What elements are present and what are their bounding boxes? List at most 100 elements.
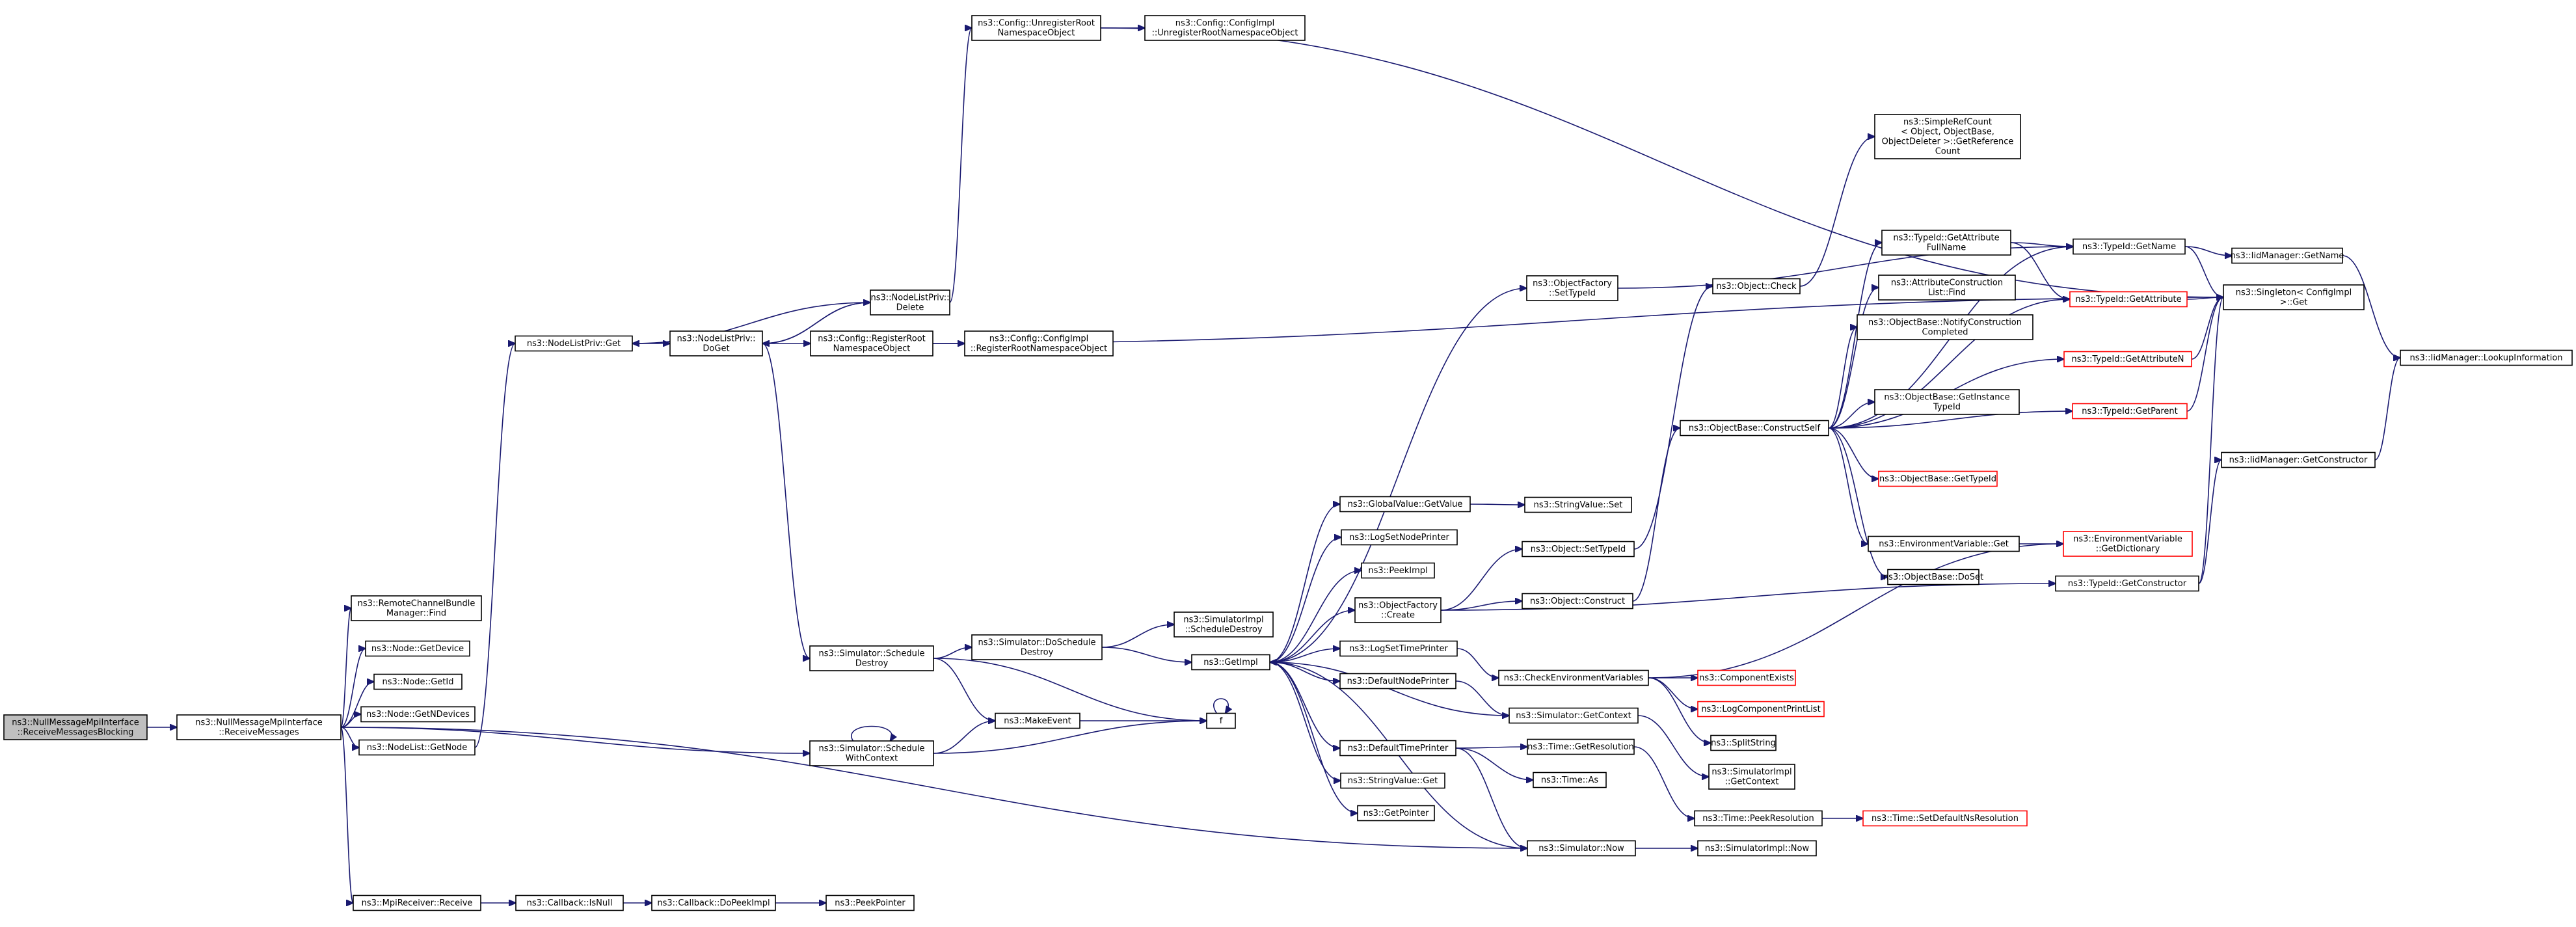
node-nlpdel[interactable]: ns3::NodeListPriv::Delete bbox=[870, 289, 950, 316]
node-cev[interactable]: ns3::CheckEnvironmentVariables bbox=[1498, 669, 1649, 686]
node-imgn[interactable]: ns3::IidManager::GetName bbox=[2231, 247, 2344, 264]
node-label: ns3::SimulatorImpl::Now bbox=[1705, 844, 1810, 853]
node-pp[interactable]: ns3::PeekPointer bbox=[825, 894, 915, 911]
node-cciu[interactable]: ns3::Config::ConfigImpl::UnregisterRootN… bbox=[1144, 15, 1306, 41]
node-label: ::GetContext bbox=[1725, 777, 1779, 787]
node-sin[interactable]: ns3::SimulatorImpl::Now bbox=[1697, 840, 1817, 857]
node-svs[interactable]: ns3::StringValue::Set bbox=[1524, 496, 1632, 513]
node-label: ns3::DefaultNodePrinter bbox=[1347, 677, 1449, 686]
edge-gi-to-ofst bbox=[1269, 288, 1527, 663]
node-sgcig[interactable]: ns3::Singleton< ConfigImpl >::Get bbox=[2223, 284, 2365, 310]
node-pi[interactable]: ns3::PeekImpl bbox=[1361, 562, 1435, 579]
node-sn[interactable]: ns3::Simulator::Now bbox=[1527, 840, 1636, 857]
node-cbin[interactable]: ns3::Callback::IsNull bbox=[515, 894, 624, 911]
node-svg[interactable]: ns3::StringValue::Get bbox=[1340, 772, 1445, 789]
node-dtp[interactable]: ns3::DefaultTimePrinter bbox=[1339, 740, 1456, 757]
node-nlpdg[interactable]: ns3::NodeListPriv::DoGet bbox=[669, 330, 763, 356]
node-rm[interactable]: ns3::NullMessageMpiInterface::ReceiveMes… bbox=[176, 714, 342, 740]
node-lstp[interactable]: ns3::LogSetTimePrinter bbox=[1339, 640, 1458, 657]
node-box bbox=[1857, 314, 2033, 340]
node-gi[interactable]: ns3::GetImpl bbox=[1191, 654, 1270, 671]
node-crro[interactable]: ns3::Config::RegisterRootNamespaceObject bbox=[810, 330, 933, 356]
node-srcgr[interactable]: ns3::SimpleRefCount< Object, ObjectBase,… bbox=[1874, 114, 2021, 159]
edge-sgc-to-sigc bbox=[1637, 715, 1709, 777]
node-obcs[interactable]: ns3::ObjectBase::ConstructSelf bbox=[1680, 420, 1829, 437]
node-tas[interactable]: ns3::Time::As bbox=[1533, 772, 1607, 788]
node-oc[interactable]: ns3::Object::Construct bbox=[1522, 593, 1633, 610]
edge-sswc-to-f bbox=[933, 721, 1207, 754]
node-tpr[interactable]: ns3::Time::PeekResolution bbox=[1694, 810, 1823, 827]
node-layer: ns3::NullMessageMpiInterface::ReceiveMes… bbox=[3, 15, 2573, 911]
node-box bbox=[1191, 654, 1270, 671]
node-box bbox=[2400, 349, 2573, 366]
node-label: ns3::SimulatorImpl bbox=[1711, 768, 1791, 777]
node-label: ns3::Callback::IsNull bbox=[527, 898, 613, 908]
node-nlpg[interactable]: ns3::NodeListPriv::Get bbox=[515, 335, 633, 352]
node-ngd[interactable]: ns3::Node::GetDevice bbox=[365, 640, 470, 657]
node-nlgn[interactable]: ns3::NodeList::GetNode bbox=[358, 739, 476, 756]
node-tign[interactable]: ns3::TypeId::GetName bbox=[2073, 238, 2186, 255]
node-label: ns3::Callback::DoPeekImpl bbox=[657, 898, 770, 908]
node-box bbox=[1868, 535, 2020, 552]
node-sigc[interactable]: ns3::SimulatorImpl::GetContext bbox=[1708, 764, 1795, 790]
node-ofc[interactable]: ns3::ObjectFactory::Create bbox=[1354, 597, 1442, 623]
edge-tigc-to-sgcig bbox=[2198, 297, 2223, 584]
node-ngnd[interactable]: ns3::Node::GetNDevices bbox=[360, 706, 476, 723]
node-gvgv[interactable]: ns3::GlobalValue::GetValue bbox=[1339, 496, 1471, 513]
node-box bbox=[1862, 810, 2028, 827]
node-obgti[interactable]: ns3::ObjectBase::GetTypeId bbox=[1878, 470, 1998, 487]
node-box bbox=[1524, 496, 1632, 513]
node-tgr[interactable]: ns3::Time::GetResolution bbox=[1527, 738, 1635, 755]
edge-cev-to-evgd bbox=[1648, 544, 2063, 678]
node-tigan[interactable]: ns3::TypeId::GetAttributeN bbox=[2063, 351, 2192, 368]
node-cbdp[interactable]: ns3::Callback::DoPeekImpl bbox=[651, 894, 776, 911]
node-cunro[interactable]: ns3::Config::UnregisterRootNamespaceObje… bbox=[971, 15, 1101, 41]
node-imgc[interactable]: ns3::IidManager::GetConstructor bbox=[2221, 451, 2376, 468]
node-ost[interactable]: ns3::Object::SetTypeId bbox=[1522, 541, 1635, 558]
node-ss[interactable]: ns3::SplitString bbox=[1710, 734, 1777, 751]
edge-dtp-to-tgr bbox=[1455, 747, 1527, 748]
node-ngid[interactable]: ns3::Node::GetId bbox=[373, 673, 463, 690]
node-label: ns3::SimpleRefCount bbox=[1903, 118, 1992, 128]
node-gp[interactable]: ns3::GetPointer bbox=[1357, 805, 1435, 822]
node-mrr[interactable]: ns3::MpiReceiver::Receive bbox=[353, 894, 481, 911]
node-dnp[interactable]: ns3::DefaultNodePrinter bbox=[1339, 673, 1456, 690]
node-ssd[interactable]: ns3::Simulator::ScheduleDestroy bbox=[809, 645, 934, 671]
node-me[interactable]: ns3::MakeEvent bbox=[995, 712, 1080, 729]
node-lcpl[interactable]: ns3::LogComponentPrintList bbox=[1697, 701, 1825, 718]
node-box bbox=[2231, 247, 2343, 264]
node-tigp[interactable]: ns3::TypeId::GetParent bbox=[2072, 403, 2188, 420]
node-label: ns3::MpiReceiver::Receive bbox=[362, 898, 473, 908]
node-tigc[interactable]: ns3::TypeId::GetConstructor bbox=[2055, 575, 2199, 592]
node-ofst[interactable]: ns3::ObjectFactory::SetTypeId bbox=[1526, 275, 1618, 301]
node-sgc[interactable]: ns3::Simulator::GetContext bbox=[1509, 707, 1639, 724]
node-ochk[interactable]: ns3::Object::Check bbox=[1712, 278, 1801, 295]
node-tsdr[interactable]: ns3::Time::SetDefaultNsResolution bbox=[1862, 810, 2028, 827]
node-label: ns3::Simulator::Schedule bbox=[818, 744, 924, 754]
node-imli[interactable]: ns3::IidManager::LookupInformation bbox=[2400, 349, 2573, 366]
node-ce[interactable]: ns3::ComponentExists bbox=[1697, 669, 1796, 686]
node-evg[interactable]: ns3::EnvironmentVariable::Get bbox=[1868, 535, 2020, 552]
node-evgd[interactable]: ns3::EnvironmentVariable::GetDictionary bbox=[2063, 531, 2193, 557]
node-ccir[interactable]: ns3::Config::ConfigImpl::RegisterRootNam… bbox=[964, 330, 1114, 356]
edge-ofc-to-oc bbox=[1440, 601, 1522, 611]
node-tiga[interactable]: ns3::TypeId::GetAttribute bbox=[2069, 291, 2188, 308]
node-box bbox=[2073, 238, 2186, 255]
node-root[interactable]: ns3::NullMessageMpiInterface::ReceiveMes… bbox=[3, 714, 148, 740]
edge-rm-to-rcbf bbox=[340, 608, 351, 728]
node-lsnp[interactable]: ns3::LogSetNodePrinter bbox=[1341, 529, 1458, 546]
node-box bbox=[825, 894, 915, 911]
node-f[interactable]: f bbox=[1206, 712, 1236, 729]
node-box bbox=[1527, 738, 1635, 755]
edge-gi-to-lstp bbox=[1269, 649, 1340, 663]
node-obds[interactable]: ns3::ObjectBase::DoSet bbox=[1883, 569, 1983, 585]
node-obnc[interactable]: ns3::ObjectBase::NotifyConstructionCompl… bbox=[1857, 314, 2033, 340]
node-label: ns3::NodeListPriv:: bbox=[870, 293, 949, 303]
node-sisd[interactable]: ns3::SimulatorImpl::ScheduleDestroy bbox=[1174, 611, 1274, 638]
